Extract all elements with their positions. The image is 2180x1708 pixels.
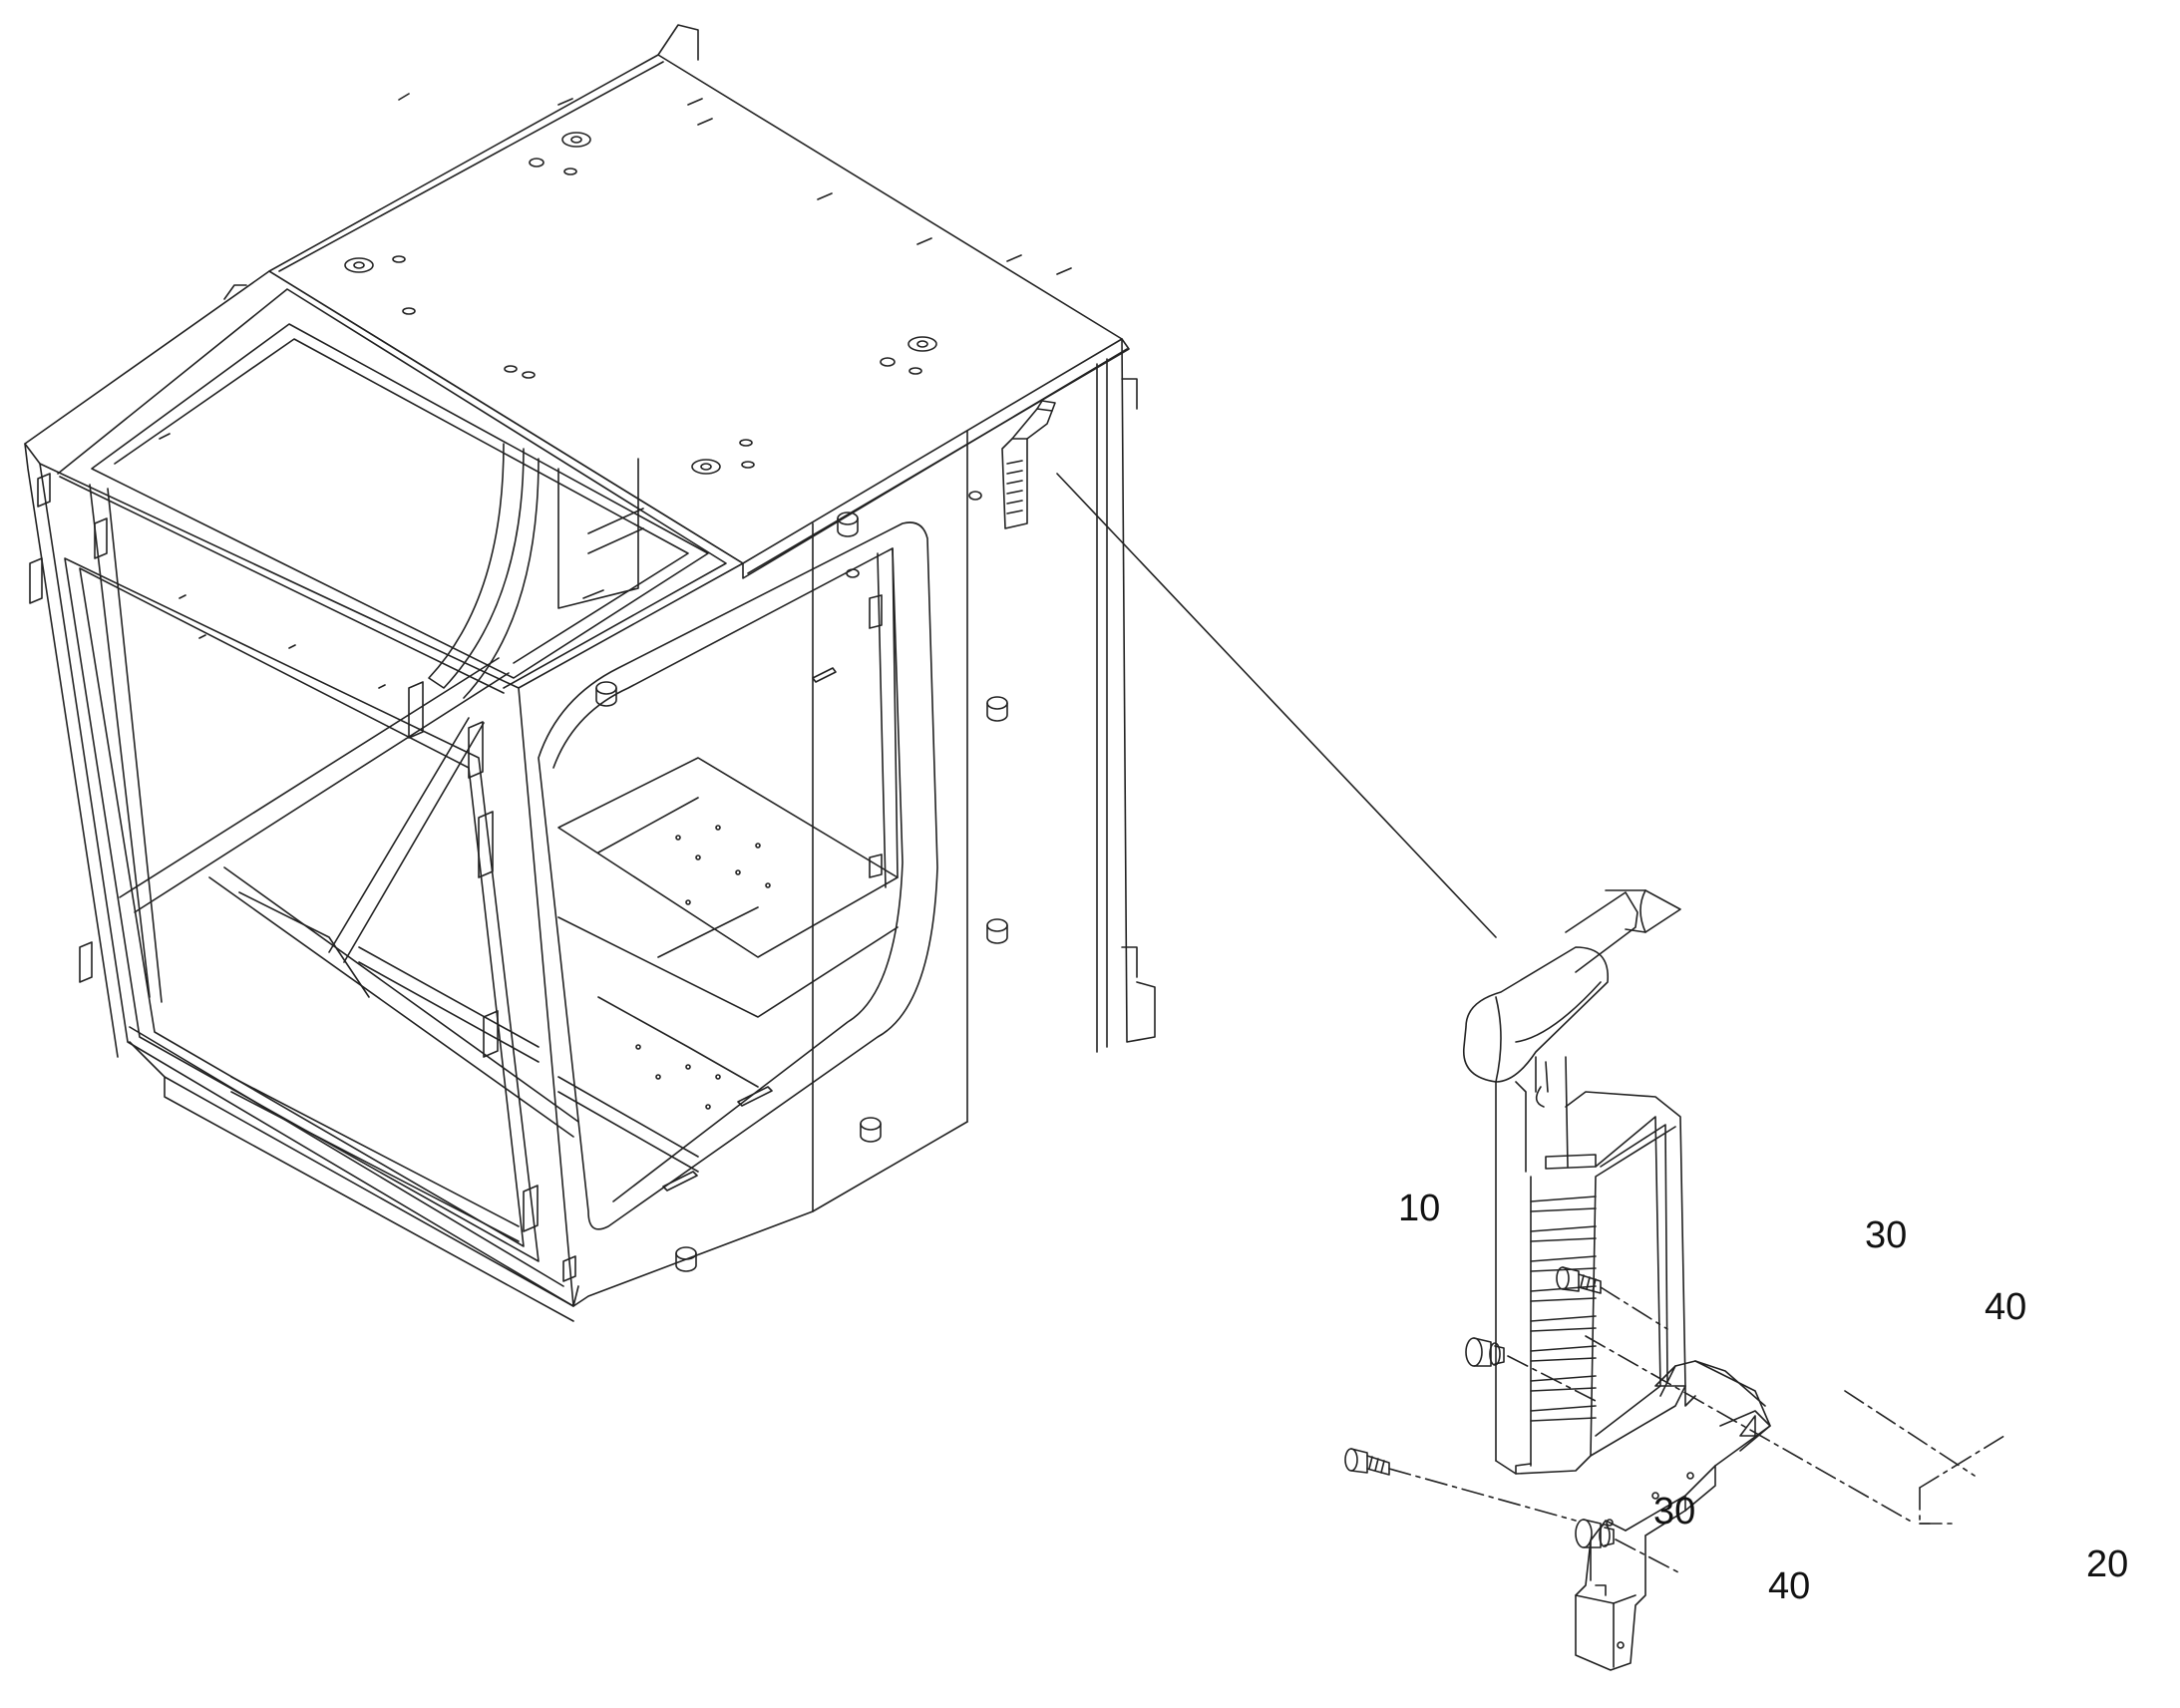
callout-30-upper: 30 bbox=[1865, 1214, 1908, 1256]
mounting-bracket bbox=[1576, 1361, 1770, 1670]
washer-nut-upper bbox=[1466, 1338, 1504, 1366]
screw-lower bbox=[1345, 1449, 1389, 1475]
callout-20: 20 bbox=[2086, 1543, 2129, 1585]
washer-nut-lower bbox=[1576, 1520, 1614, 1547]
callout-30-lower: 30 bbox=[1653, 1491, 1696, 1533]
hammer-installed-on-cab bbox=[1002, 401, 1055, 528]
callout-40-upper: 40 bbox=[1985, 1286, 2027, 1328]
callout-10: 10 bbox=[1398, 1188, 1441, 1229]
screw-upper bbox=[1557, 1267, 1601, 1293]
hammer-handle bbox=[1464, 890, 1685, 1474]
assembly-axis-lines bbox=[1389, 1287, 2004, 1573]
leader-line bbox=[1057, 474, 1496, 937]
callout-40-lower: 40 bbox=[1768, 1565, 1811, 1607]
cab-frame bbox=[25, 25, 1155, 1321]
